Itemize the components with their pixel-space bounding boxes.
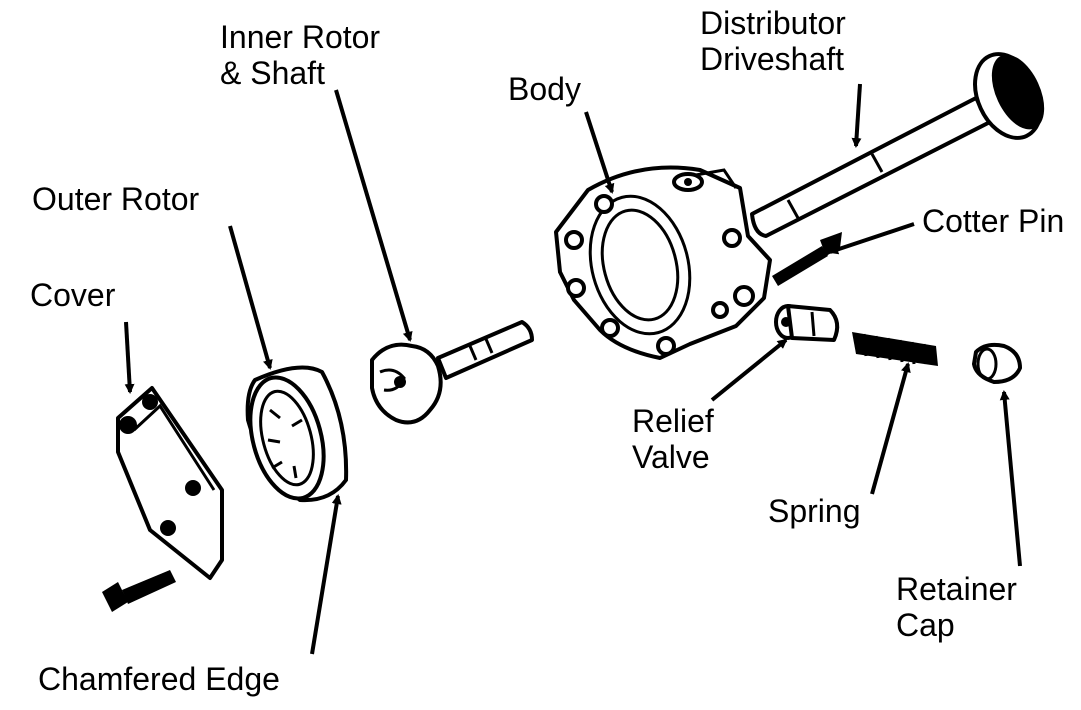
- spring-label: Spring: [768, 493, 861, 529]
- retainer-cap-label-line2: Cap: [896, 607, 955, 643]
- outer-rotor-part: [245, 365, 349, 503]
- retainer-cap-part: [972, 342, 1022, 384]
- distributor-arrow: [851, 83, 862, 148]
- inner-rotor-arrow: [334, 89, 413, 342]
- chamfered-edge-label: Chamfered Edge: [38, 661, 280, 697]
- spring-part: [852, 332, 938, 366]
- distributor-driveshaft-part: [750, 52, 1045, 238]
- body-arrow: [584, 111, 615, 194]
- outer-rotor-label: Outer Rotor: [32, 181, 200, 217]
- cover-part: [116, 386, 224, 580]
- cover-arrow: [124, 321, 135, 394]
- inner-rotor-part: [370, 320, 534, 425]
- cotter-pin-part: [772, 232, 842, 286]
- retainer-cap-label-line1: Retainer: [896, 571, 1017, 607]
- relief-valve-arrow: [710, 338, 788, 402]
- distributor-label-line2: Driveshaft: [700, 41, 845, 77]
- spring-arrow: [870, 362, 911, 495]
- pump-body-part: [554, 165, 772, 360]
- cotter-pin-label: Cotter Pin: [922, 203, 1065, 239]
- distributor-label-line1: Distributor: [700, 5, 846, 41]
- relief-valve-part: [774, 304, 840, 342]
- relief-valve-label-line2: Valve: [632, 439, 710, 475]
- chamfered-edge-arrow: [310, 494, 342, 655]
- cotter-pin-arrow: [828, 222, 915, 255]
- retainer-cap-arrow: [999, 390, 1022, 567]
- body-label: Body: [508, 71, 581, 107]
- inner-rotor-label-line1: Inner Rotor: [220, 19, 381, 55]
- cover-label: Cover: [30, 277, 116, 313]
- cover-screw-part: [102, 570, 176, 612]
- inner-rotor-label-line2: & Shaft: [220, 55, 325, 91]
- relief-valve-label-line1: Relief: [632, 403, 714, 439]
- outer-rotor-arrow: [228, 225, 273, 370]
